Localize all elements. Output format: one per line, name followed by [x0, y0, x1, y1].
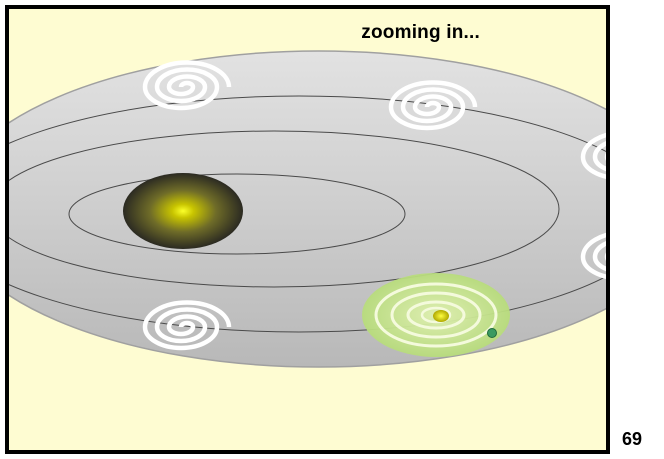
galaxy-illustration [9, 50, 606, 368]
sun-marker [433, 310, 449, 322]
outer-orbit-ring [9, 95, 606, 333]
central-bulge [123, 173, 243, 249]
galactic-disk [9, 50, 606, 368]
slide-caption: zooming in... [361, 22, 480, 43]
inner-orbit-ring [68, 173, 406, 255]
planet-marker [487, 328, 497, 338]
slide-frame: zooming in... [5, 5, 610, 454]
highlighted-spiral-galaxy [362, 273, 510, 357]
middle-orbit-ring [9, 130, 560, 288]
page-number: 69 [622, 429, 643, 449]
